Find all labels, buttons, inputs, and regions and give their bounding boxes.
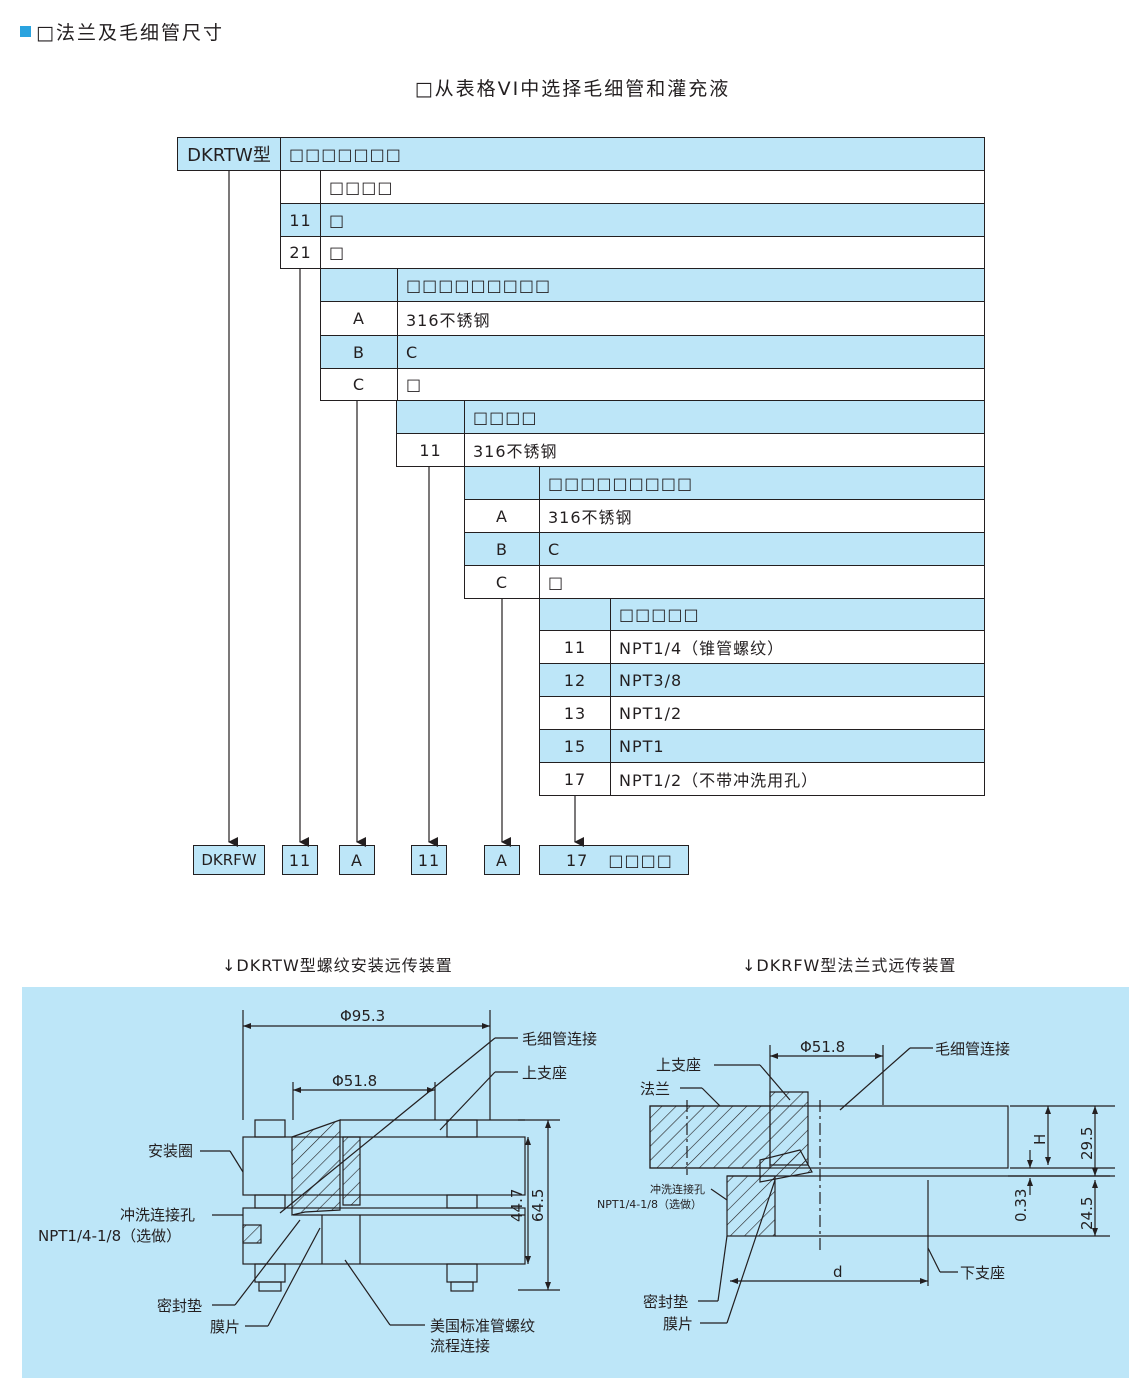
g3-row-code: 11 [396,433,465,467]
right-dim-dd: d [833,1263,843,1281]
left-gasket-label: 密封垫 [157,1297,202,1315]
right-dim-H: H [1031,1134,1049,1145]
right-dim-h1: 29.5 [1078,1127,1096,1160]
left-dim-d1: Φ95.3 [340,1007,385,1025]
right-drawing-labels: Φ51.8 毛细管连接 上支座 法兰 冲洗连接孔 NPT1/4-1/8（选做） … [597,1038,1096,1333]
example-code-box: 11 [282,845,318,875]
left-flush-hole-label: 冲洗连接孔 [120,1206,195,1224]
g5-row-code: 17 [539,762,611,796]
g4-row-desc: C [539,532,985,566]
g1-row-desc: □ [320,203,985,237]
left-drawing-labels: Φ95.3 Φ51.8 毛细管连接 上支座 安装圈 冲洗连接孔 NPT1/4-1… [38,1007,597,1355]
right-flange-label: 法兰 [640,1080,670,1098]
left-process-connection-label: 流程连接 [430,1337,490,1355]
g5-row-desc: NPT1/2（不带冲洗用孔） [610,762,985,796]
right-capillary-label: 毛细管连接 [935,1040,1010,1058]
drawing-panel: Φ95.3 Φ51.8 毛细管连接 上支座 安装圈 冲洗连接孔 NPT1/4-1… [22,987,1129,1378]
g4-row-desc: □ [539,565,985,599]
example-model-box: DKRFW [193,845,265,875]
left-upper-seat-label: 上支座 [522,1064,567,1082]
g1-header: □□□□ [320,170,985,204]
right-drawing-caption: ↓DKRFW型法兰式远传装置 [742,956,957,975]
left-mount-ring-label: 安装圈 [148,1142,193,1160]
left-dim-h1: 44.7 [508,1189,526,1222]
right-dim-h2: 0.33 [1012,1189,1030,1222]
example-code-box: 17□□□□ [539,845,689,875]
left-capillary-label: 毛细管连接 [522,1030,597,1048]
g1-row-code: 21 [280,236,321,269]
g2-row-code: C [320,368,398,401]
g3-row-desc: 316不锈钢 [464,433,985,467]
model-code-cell: DKRTW型 [177,137,281,171]
left-flush-thread-label: NPT1/4-1/8（选做） [38,1227,181,1245]
table-subtitle: □从表格VI中选择毛细管和灌充液 [414,78,731,100]
right-upper-seat-label: 上支座 [656,1056,701,1074]
g5-header: □□□□□ [610,598,985,631]
left-dim-h2: 64.5 [529,1189,547,1222]
g1-row-code: 11 [280,203,321,237]
g5-row-desc: NPT1/4（锥管螺纹） [610,630,985,664]
g4-row-code: A [464,499,540,533]
g3-header: □□□□ [464,400,985,434]
g4-row-desc: 316不锈钢 [539,499,985,533]
g5-row-desc: NPT1/2 [610,696,985,730]
right-flush-thread-label: NPT1/4-1/8（选做） [597,1197,702,1211]
right-flush-hole-label: 冲洗连接孔 [650,1182,705,1196]
left-dim-d2: Φ51.8 [332,1072,377,1090]
right-dim-d: Φ51.8 [800,1038,845,1056]
g2-row-desc: C [397,335,985,369]
g5-row-desc: NPT1 [610,729,985,763]
g1-code-header [280,170,321,204]
right-dim-h3: 24.5 [1078,1197,1096,1230]
g2-header: □□□□□□□□□ [397,268,985,302]
section-heading: □法兰及毛细管尺寸 [20,18,224,45]
example-code-box: 11 [411,845,447,875]
left-pipe-thread-label: 美国标准管螺纹 [430,1317,535,1335]
right-gasket-label: 密封垫 [643,1293,688,1311]
g4-header: □□□□□□□□□ [539,466,985,500]
blue-square-icon [20,26,31,37]
table-connector-lines [228,171,584,847]
left-diaphragm-label: 膜片 [210,1318,240,1336]
left-assembly-drawing [200,1010,560,1327]
right-lower-seat-label: 下支座 [960,1264,1005,1282]
example-code-box: A [339,845,375,875]
right-diaphragm-label: 膜片 [663,1315,693,1333]
right-assembly-drawing [649,1045,1115,1324]
technical-drawings: Φ95.3 Φ51.8 毛细管连接 上支座 安装圈 冲洗连接孔 NPT1/4-1… [38,1007,1115,1355]
left-drawing-caption: ↓DKRTW型螺纹安装远传装置 [222,956,453,975]
